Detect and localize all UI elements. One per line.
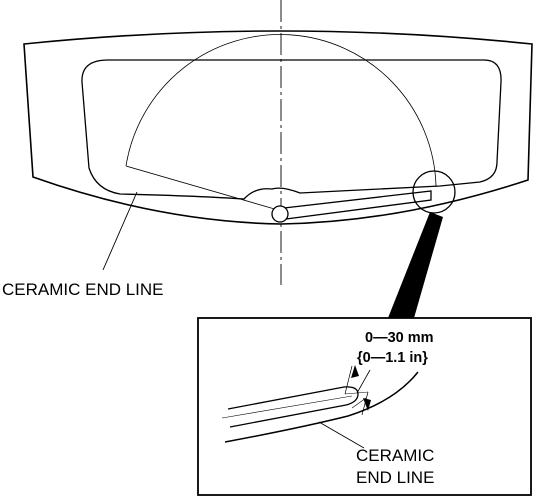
ceramic-end-line <box>81 59 502 200</box>
detail-callout-line2: END LINE <box>356 468 434 487</box>
dim-arrow-bottom <box>363 398 371 411</box>
main-callout-label: CERAMIC END LINE <box>2 280 164 299</box>
wiper-arm <box>283 190 432 220</box>
dim-tie-1 <box>344 391 369 395</box>
main-callout-leader <box>102 191 138 271</box>
dimension-in: {0—1.1 in} <box>357 350 428 366</box>
wiper-rest-line <box>125 165 279 211</box>
wiper-pivot <box>271 205 289 223</box>
detail-blade-centerline <box>221 395 353 419</box>
wiper-sweep-arc <box>125 34 437 187</box>
dim-extension-1 <box>344 365 353 395</box>
detail-circle <box>412 170 456 214</box>
dim-arrow-top <box>351 365 359 378</box>
liftgate-outline <box>23 30 533 225</box>
detail-callout-leader <box>318 421 365 449</box>
detail-zoom-wedge <box>388 212 443 318</box>
detail-ceramic-end-line <box>224 371 419 443</box>
detail-callout-line1: CERAMIC <box>356 446 434 465</box>
detail-wiper-blade <box>227 386 359 428</box>
dimension-mm: 0—30 mm <box>365 330 434 346</box>
dim-leader <box>356 369 371 394</box>
dim-extension-2 <box>361 391 369 416</box>
